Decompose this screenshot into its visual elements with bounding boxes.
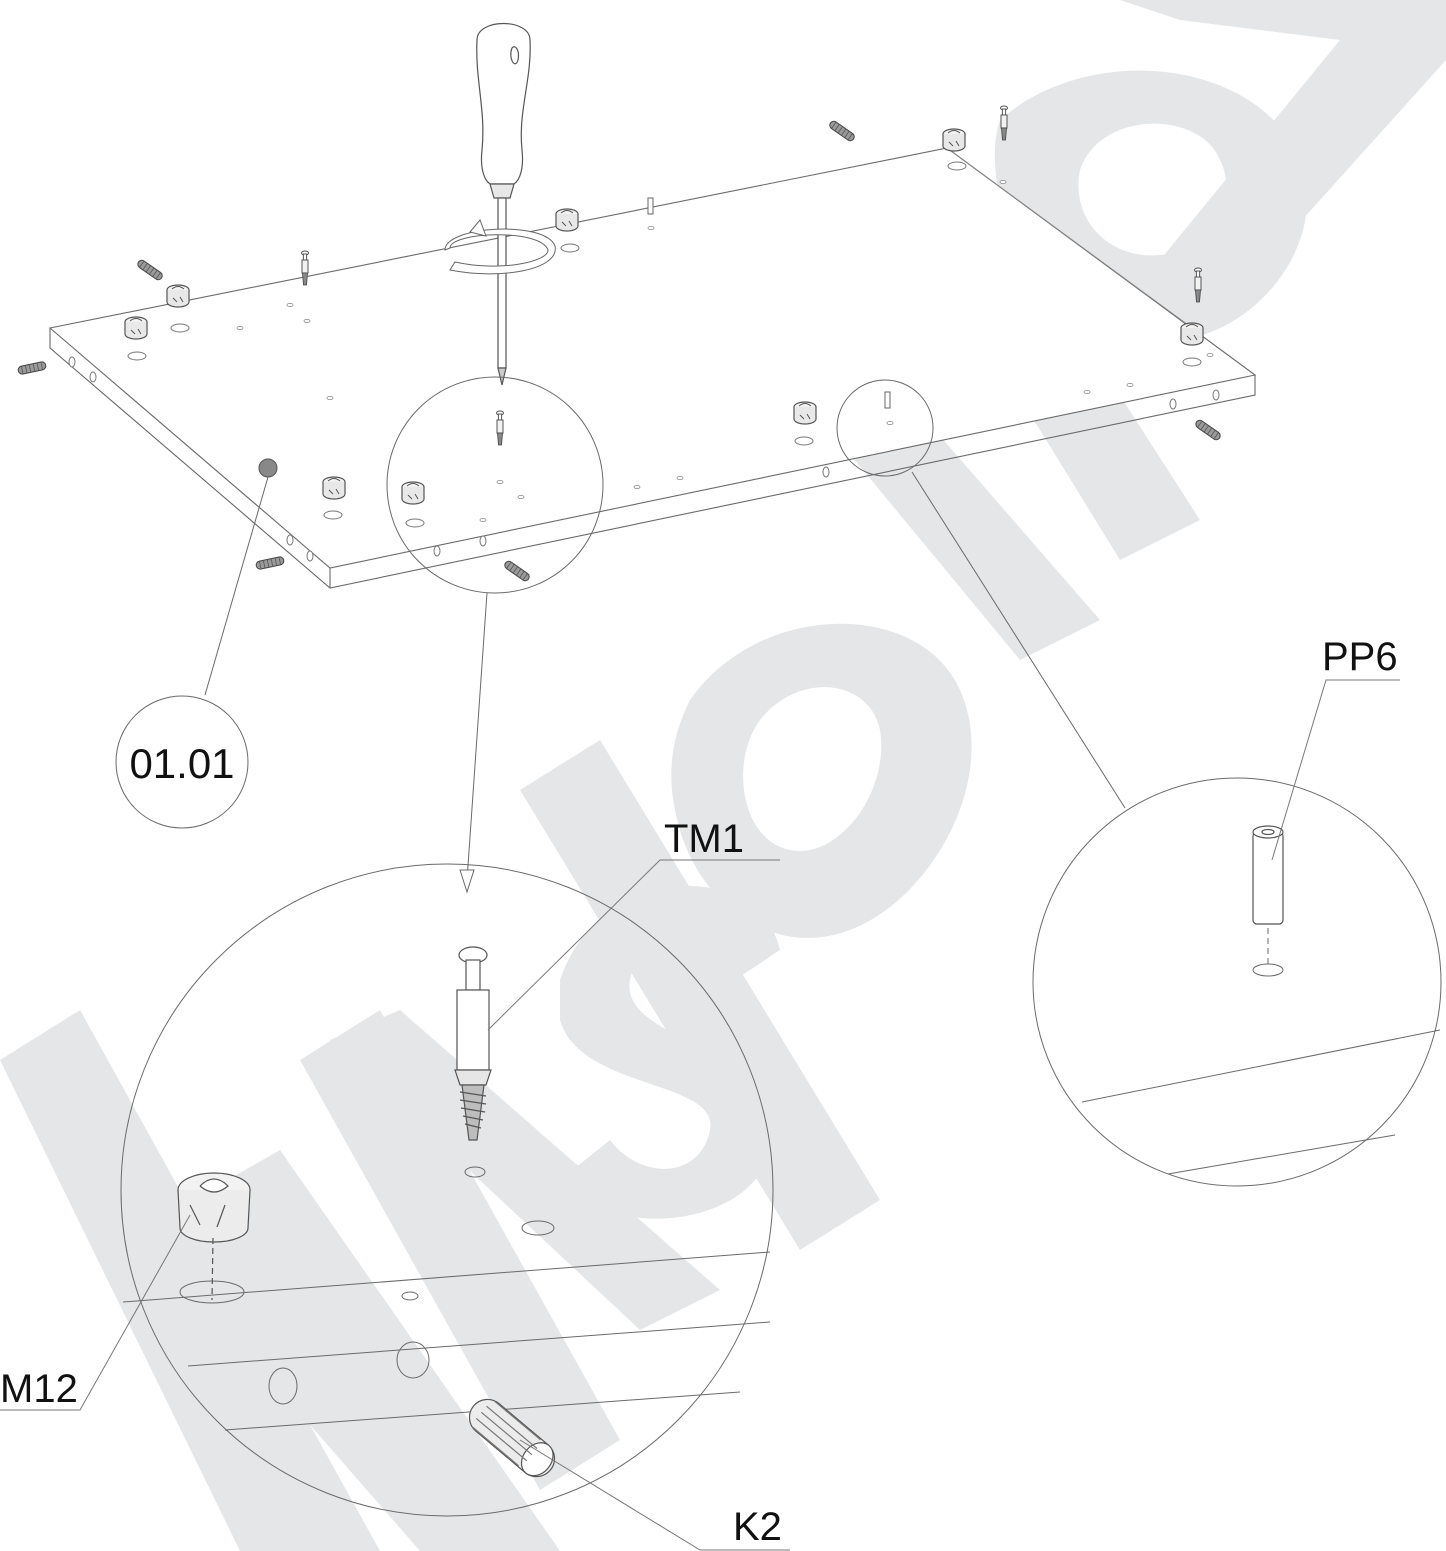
k2-label: K2 xyxy=(733,1505,782,1549)
m12-label: M12 xyxy=(0,1367,78,1411)
tm1-label: TM1 xyxy=(664,817,744,861)
cam-lock-icon xyxy=(177,1172,251,1301)
dowel-pin-icon xyxy=(1252,825,1284,925)
panel-fittings xyxy=(16,105,1223,583)
cam-bolt-icon xyxy=(454,946,492,1141)
wood-dowel-icon xyxy=(468,1398,556,1478)
pp6-label: PP6 xyxy=(1322,635,1398,679)
detail-callouts xyxy=(115,376,1442,1517)
label-leaders xyxy=(0,679,1400,1551)
detail-right-panel xyxy=(1081,928,1441,1175)
screwdriver-icon xyxy=(476,22,531,386)
panel-id-label: 01.01 xyxy=(129,740,234,787)
rotation-arrow-icon xyxy=(444,219,556,275)
